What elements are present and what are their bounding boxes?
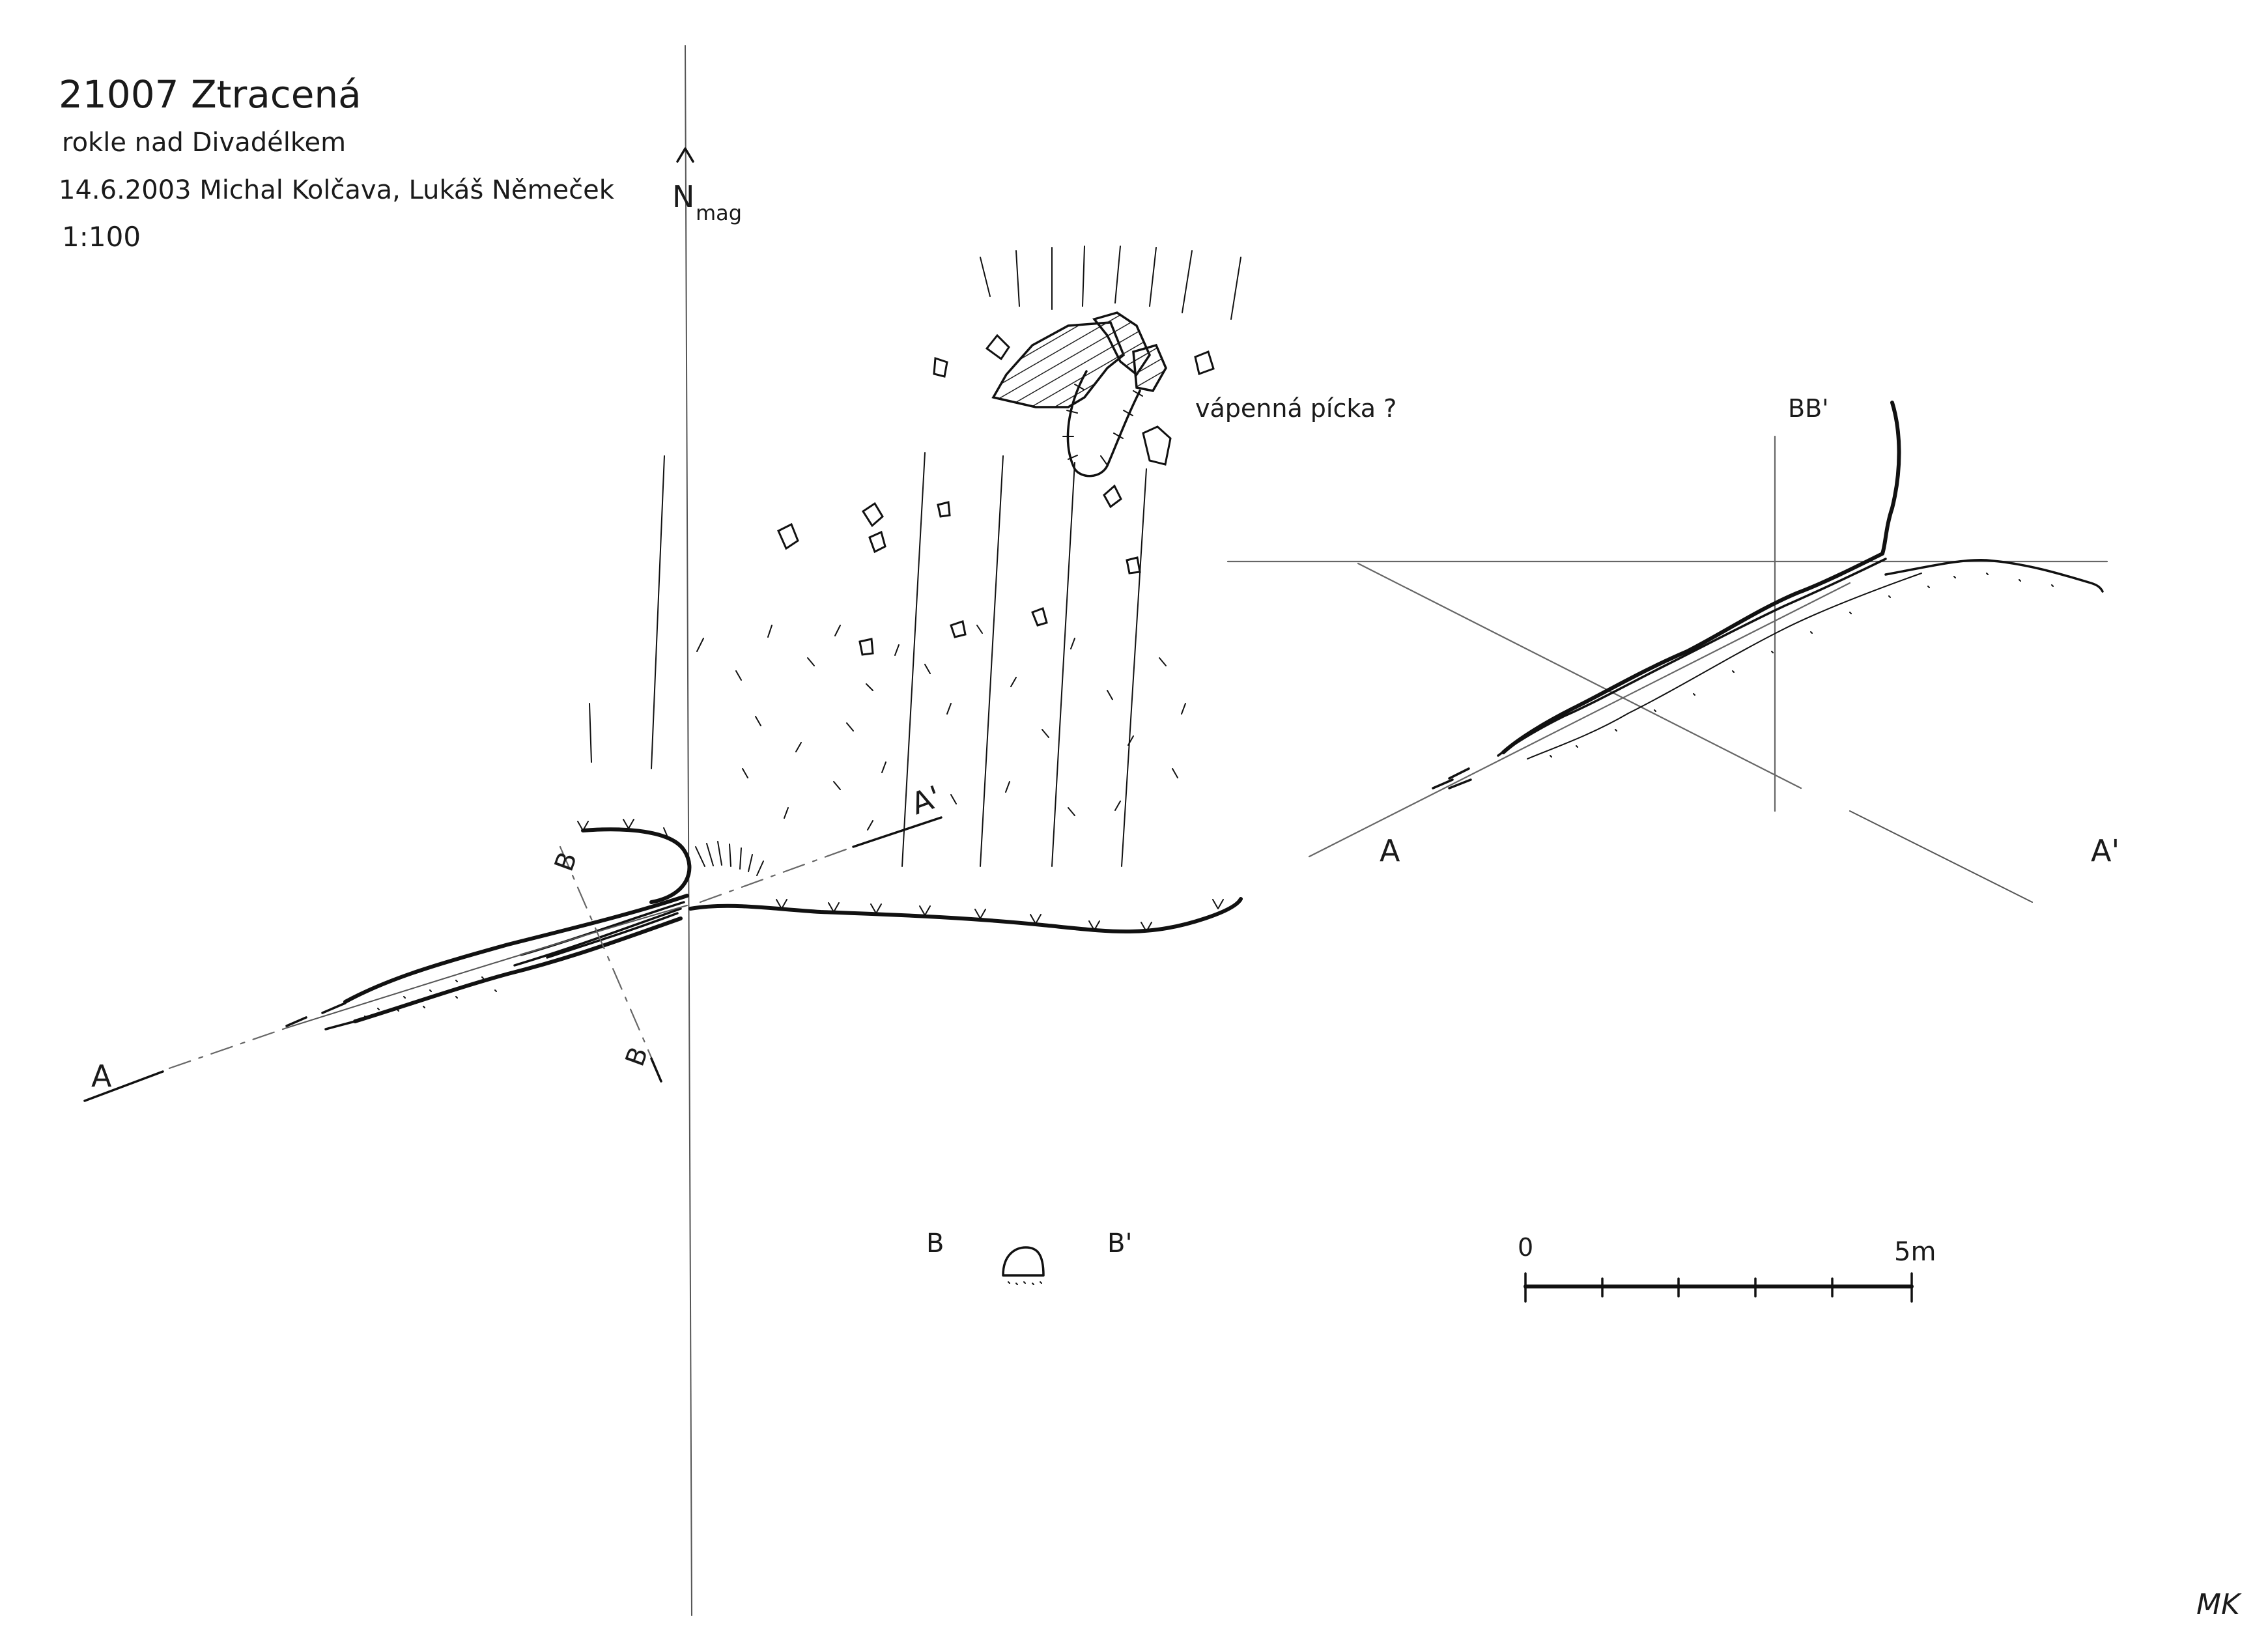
entrance-slope-hatch	[695, 841, 764, 876]
section-b-bottom-label: B	[620, 1043, 655, 1070]
north-arrow-icon	[676, 147, 694, 163]
kiln-wall-west	[991, 321, 1126, 408]
section-a-end-label: A'	[907, 778, 946, 821]
kiln-rim-ticks	[1062, 384, 1143, 466]
slope-lines	[589, 246, 1241, 867]
section-a-label: A	[91, 1058, 112, 1094]
profile-diagonal-tail	[1849, 810, 2033, 903]
section-a-dash-end	[699, 845, 855, 903]
lime-kiln-ruin	[991, 311, 1167, 477]
overhang-ticks	[577, 819, 668, 838]
cave-entrance	[577, 819, 764, 904]
section-b-top-label: B	[549, 848, 584, 875]
section-b-dash	[559, 845, 656, 1066]
profile-aa: BB' A A'	[1226, 394, 2119, 903]
profile-diagonal-down	[1357, 562, 1802, 789]
cave-passage	[285, 894, 689, 1030]
north-meridian-line	[685, 45, 692, 1616]
valley-edge	[688, 897, 1243, 933]
passage-wall-north	[343, 894, 689, 1004]
passage-wall-south	[353, 916, 683, 1023]
passage-floor-lines	[513, 901, 685, 967]
scale-bar-zero-label: 0	[1518, 1233, 1533, 1262]
lime-kiln-label: vápenná pícka ?	[1195, 394, 1396, 423]
profile-a-label: A	[1380, 833, 1400, 868]
profile-diagonal-up	[1308, 582, 1851, 858]
cross-section-b-label: B	[926, 1229, 944, 1258]
entrance-overhang	[581, 827, 692, 904]
scale-label: 1:100	[62, 221, 141, 253]
profile-a-end-label: A'	[2091, 833, 2119, 868]
cross-section-b-end-label: B'	[1107, 1229, 1132, 1258]
section-a-dash-start	[168, 1027, 288, 1070]
section-a-end-tick	[852, 816, 943, 848]
section-line-aa: A A'	[83, 778, 946, 1102]
kiln-wall-east	[1132, 343, 1167, 392]
passage-floor-dots	[364, 976, 497, 1018]
scale-bar-end-label: 5m	[1894, 1237, 1936, 1267]
boulder-group	[777, 334, 1215, 656]
passage-end-dashes	[285, 1002, 356, 1030]
profile-ceiling-inner	[1497, 558, 1887, 757]
author-signature: MK	[2196, 1588, 2242, 1621]
section-a-tick	[83, 1070, 164, 1102]
valley-line	[688, 897, 1243, 933]
profile-bb-label: BB'	[1788, 394, 1829, 423]
date-authors-label: 14.6.2003 Michal Kolčava, Lukáš Němeček	[59, 175, 615, 205]
profile-ceiling	[1501, 401, 1901, 754]
scree-marks	[696, 625, 1186, 831]
section-b-end-tick	[650, 1057, 662, 1083]
profile-end-dashes	[1432, 767, 1472, 789]
cross-section-floor-dots	[1008, 1281, 1042, 1285]
cross-section-profile	[1002, 1246, 1045, 1277]
kiln-rim	[1066, 370, 1141, 477]
valley-grass-ticks	[776, 899, 1224, 932]
profile-floor	[1884, 559, 2104, 593]
cross-section-bb: B B'	[926, 1229, 1132, 1285]
location-label: rokle nad Divadélkem	[62, 128, 346, 158]
north-subscript: mag	[696, 201, 742, 225]
plan-view: vápenná pícka ? A A'	[83, 246, 1396, 1102]
cave-id-name: 21007 Ztracená	[59, 72, 361, 117]
north-arrow: N mag	[672, 45, 742, 1616]
passage-centre-line	[286, 905, 688, 1029]
title-block: 21007 Ztracená rokle nad Divadélkem 14.6…	[59, 72, 615, 253]
profile-floor-dots	[1550, 573, 2054, 758]
north-label: N	[672, 179, 694, 214]
scale-bar: 0 5m	[1518, 1233, 1936, 1303]
section-line-bb: B B	[549, 845, 662, 1083]
profile-sediment-line	[1527, 573, 1922, 760]
